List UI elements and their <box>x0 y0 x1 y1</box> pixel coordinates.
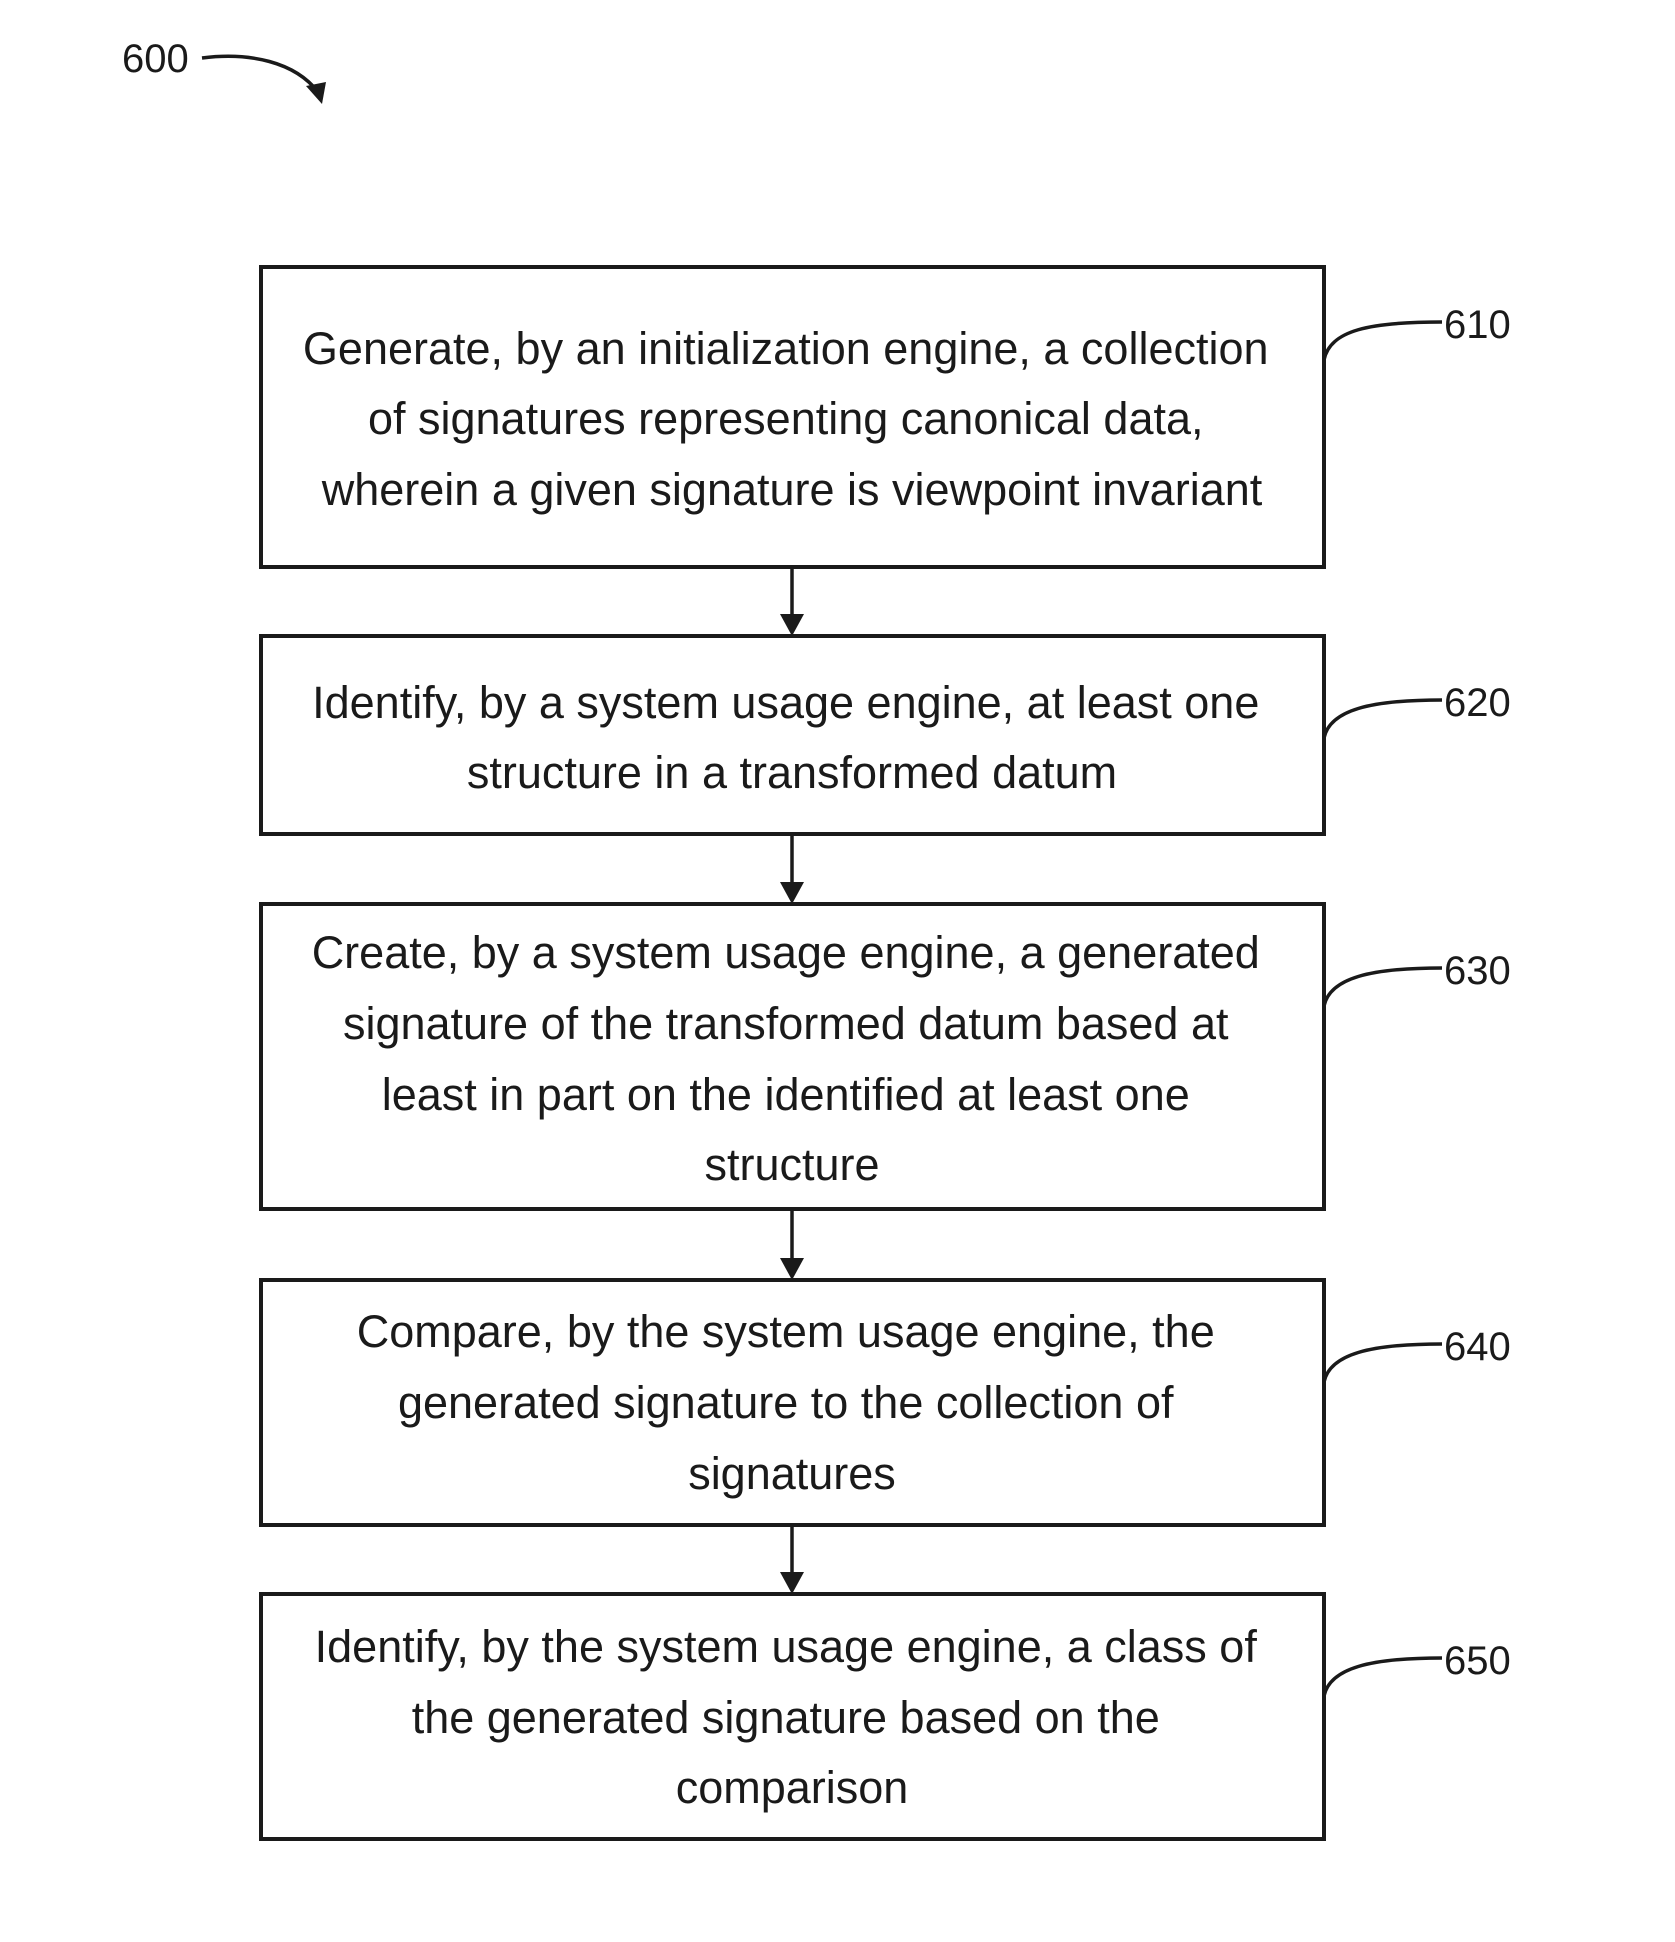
step-630-line: signature of the transformed datum based… <box>343 998 1229 1049</box>
step-650-line: Identify, by the system usage engine, a … <box>315 1621 1258 1672</box>
step-620-leader <box>1324 700 1442 738</box>
step-650-line: the generated signature based on the <box>412 1692 1160 1743</box>
step-640-line: signatures <box>688 1448 896 1499</box>
step-650-line: comparison <box>676 1762 909 1813</box>
figure-ref-label: 600 <box>122 37 189 81</box>
step-630-leader <box>1324 968 1442 1006</box>
step-630: Create, by a system usage engine, a gene… <box>261 904 1511 1209</box>
step-610-leader <box>1324 322 1442 360</box>
step-630-ref: 630 <box>1444 949 1511 993</box>
flow-arrowhead-610-620 <box>780 614 804 636</box>
step-640-ref: 640 <box>1444 1325 1511 1369</box>
svg-text:Generate, by an initialization: Generate, by an initialization engine, a… <box>303 323 1281 515</box>
flow-arrowhead-630-640 <box>780 1258 804 1280</box>
step-610-line: Generate, by an initialization engine, a… <box>303 323 1269 374</box>
flow-arrowhead-620-630 <box>780 882 804 904</box>
step-640-leader <box>1324 1344 1442 1382</box>
step-610-ref: 610 <box>1444 303 1511 347</box>
step-640: Compare, by the system usage engine, the… <box>261 1280 1511 1525</box>
step-630-line: structure <box>704 1139 879 1190</box>
step-620-line: structure in a transformed datum <box>467 747 1117 798</box>
step-610-line: of signatures representing canonical dat… <box>368 393 1204 444</box>
step-630-line: least in part on the identified at least… <box>382 1069 1190 1120</box>
step-650-ref: 650 <box>1444 1639 1511 1683</box>
step-610: Generate, by an initialization engine, a… <box>261 267 1511 567</box>
step-650: Identify, by the system usage engine, a … <box>261 1594 1511 1839</box>
step-610-line: wherein a given signature is viewpoint i… <box>321 464 1263 515</box>
flow-arrowhead-640-650 <box>780 1572 804 1594</box>
step-620-ref: 620 <box>1444 681 1511 725</box>
step-650-leader <box>1324 1658 1442 1696</box>
step-640-line: Compare, by the system usage engine, the <box>357 1306 1215 1357</box>
step-640-line: generated signature to the collection of <box>398 1377 1174 1428</box>
step-630-line: Create, by a system usage engine, a gene… <box>312 927 1260 978</box>
figure-ref-arrow <box>202 56 318 92</box>
step-620: Identify, by a system usage engine, at l… <box>261 636 1511 834</box>
figure-ref-arrowhead <box>306 82 326 104</box>
step-box-620 <box>261 636 1324 834</box>
step-620-line: Identify, by a system usage engine, at l… <box>312 677 1259 728</box>
